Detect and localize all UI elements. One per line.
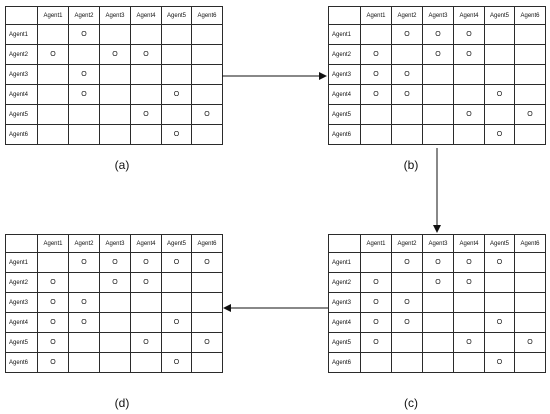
empty-cell xyxy=(514,352,546,373)
matrix-d: Agent1 Agent2 Agent3 Agent4 Agent5 Agent… xyxy=(5,234,223,373)
connection-mark: O xyxy=(484,124,515,145)
matrix-a: Agent1 Agent2 Agent3 Agent4 Agent5 Agent… xyxy=(5,6,223,145)
connection-mark: O xyxy=(484,352,515,373)
connection-mark: O xyxy=(161,352,192,373)
matrix-row: Agent6 O xyxy=(328,124,546,145)
empty-cell xyxy=(191,352,223,373)
empty-cell xyxy=(514,124,546,145)
connection-mark: O xyxy=(191,332,223,353)
matrix-b: Agent1 Agent2 Agent3 Agent4 Agent5 Agent… xyxy=(328,6,546,145)
matrix-c: Agent1 Agent2 Agent3 Agent4 Agent5 Agent… xyxy=(328,234,546,373)
caption-b: (b) xyxy=(403,158,419,172)
matrix-header: Agent1 Agent2 Agent3 Agent4 Agent5 Agent… xyxy=(5,234,223,253)
matrix-header: Agent1 Agent2 Agent3 Agent4 Agent5 Agent… xyxy=(328,6,546,25)
row-header: Agent6 xyxy=(328,124,361,145)
caption-d: (d) xyxy=(114,396,130,410)
empty-cell xyxy=(191,124,223,145)
caption-a: (a) xyxy=(114,158,130,172)
caption-c: (c) xyxy=(404,396,418,410)
